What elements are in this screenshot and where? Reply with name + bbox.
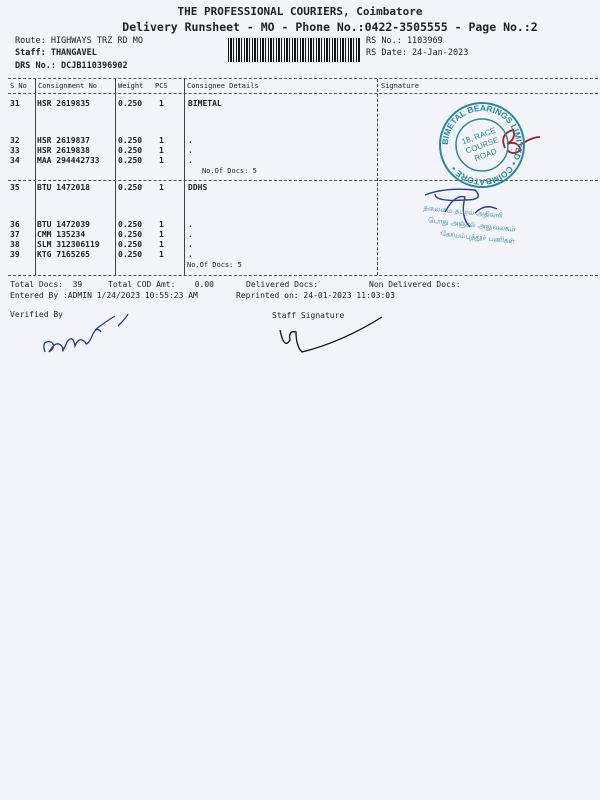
- cell-cn: HSR 2619837: [37, 136, 90, 145]
- divider: [8, 93, 598, 94]
- col-line: [115, 79, 116, 275]
- cell-weight: 0.250: [118, 250, 143, 259]
- cell-sno: 39: [10, 250, 20, 259]
- cell-sno: 31: [10, 99, 20, 108]
- cell-pcs: 1: [159, 220, 164, 229]
- cell-detail: .: [188, 136, 193, 145]
- cell-weight: 0.250: [118, 230, 143, 239]
- post-office-stamp: தலைமை தபால் அதிகாரிபொது அஞ்சல் அலுவலகம்க…: [423, 204, 516, 246]
- table-row: 36 BTU 1472039 0.250 1.: [0, 220, 600, 230]
- docs-count: No.Of Docs: 5: [187, 261, 242, 269]
- staff: Staff: THANGAVEL: [15, 48, 97, 58]
- col-consignee: Consignee Details: [187, 82, 259, 90]
- cell-pcs: 1: [159, 183, 164, 192]
- col-weight: Weight: [118, 82, 144, 90]
- cell-pcs: 1: [159, 250, 164, 259]
- col-signature: Signature: [381, 82, 419, 90]
- cell-sno: 37: [10, 230, 20, 239]
- group-divider: [8, 275, 598, 276]
- cell-cn: BTU 1472018: [37, 183, 90, 192]
- cell-pcs: 1: [159, 156, 164, 165]
- table-row: 31 HSR 2619835 0.250 1 BIMETAL: [0, 99, 600, 109]
- cell-detail: .: [188, 250, 193, 259]
- cell-weight: 0.250: [118, 183, 143, 192]
- cell-weight: 0.250: [118, 156, 143, 165]
- table-row: 33 HSR 2619838 0.250 1.: [0, 146, 600, 156]
- cell-weight: 0.250: [118, 220, 143, 229]
- cell-weight: 0.250: [118, 240, 143, 249]
- cell-sno: 32: [10, 136, 20, 145]
- cell-cn: BTU 1472039: [37, 220, 90, 229]
- cell-pcs: 1: [159, 230, 164, 239]
- cell-detail: .: [188, 146, 193, 155]
- cell-pcs: 1: [159, 146, 164, 155]
- group-divider: [8, 180, 598, 181]
- col-sno: S No: [10, 82, 27, 90]
- drs-number: DRS No.: DCJB110396902: [15, 61, 128, 71]
- table-row: 39 KTG 7165265 0.250 1.: [0, 250, 600, 260]
- col-consignment: Consignment No: [38, 82, 98, 90]
- table-row: 35 BTU 1472018 0.250 1 DDHS: [0, 183, 600, 193]
- verified-by-label: Verified By: [10, 310, 63, 319]
- cell-cn: HSR 2619835: [37, 99, 90, 108]
- non-delivered-docs: Non Delivered Docs:: [369, 280, 461, 289]
- rs-number: RS No.: 1103969: [366, 36, 443, 46]
- cell-weight: 0.250: [118, 146, 143, 155]
- cell-sno: 34: [10, 156, 20, 165]
- cell-detail: .: [188, 240, 193, 249]
- col-line: [184, 79, 185, 275]
- cell-cn: MAA 294442733: [37, 156, 100, 165]
- table-row: 37 CMM 135234 0.250 1.: [0, 230, 600, 240]
- cell-detail: .: [188, 220, 193, 229]
- docs-count: No.Of Docs: 5: [202, 167, 257, 175]
- cell-weight: 0.250: [118, 99, 143, 108]
- consignee-name: DDHS: [188, 183, 208, 192]
- reprinted-on: Reprinted on: 24-01-2023 11:03:03: [236, 291, 395, 300]
- cell-sno: 35: [10, 183, 20, 192]
- cell-cn: SLM 312306119: [37, 240, 100, 249]
- cell-pcs: 1: [159, 240, 164, 249]
- company-title: THE PROFESSIONAL COURIERS, Coimbatore: [177, 5, 423, 18]
- table-row: 34 MAA 294442733 0.250 1.: [0, 156, 600, 166]
- table-row: 32 HSR 2619837 0.250 1.: [0, 136, 600, 146]
- delivered-docs: Delivered Docs:: [246, 280, 319, 289]
- table-row: 38 SLM 312306119 0.250 1.: [0, 240, 600, 250]
- route: Route: HIGHWAYS TRZ RD MO: [15, 36, 143, 46]
- cell-weight: 0.250: [118, 136, 143, 145]
- cell-sno: 33: [10, 146, 20, 155]
- col-line: [35, 79, 36, 275]
- total-cod: Total COD Amt: 0.00: [108, 280, 214, 289]
- cell-pcs: 1: [159, 99, 164, 108]
- consignee-name: BIMETAL: [188, 99, 222, 108]
- divider: [8, 78, 598, 79]
- staff-signature-label: Staff Signature: [272, 311, 345, 320]
- cell-pcs: 1: [159, 136, 164, 145]
- cell-cn: CMM 135234: [37, 230, 86, 239]
- cell-detail: .: [188, 230, 193, 239]
- cell-sno: 36: [10, 220, 20, 229]
- cell-sno: 38: [10, 240, 20, 249]
- bimetal-company-stamp: BIMETAL BEARINGS LIMITED • COIMBATORE • …: [439, 102, 525, 188]
- cell-detail: .: [188, 156, 193, 165]
- entered-by: Entered By :ADMIN 1/24/2023 10:55:23 AM: [10, 291, 198, 300]
- col-line: [377, 79, 378, 275]
- total-docs: Total Docs: 39: [10, 280, 83, 289]
- runsheet-subtitle: Delivery Runsheet - MO - Phone No.:0422-…: [122, 20, 538, 34]
- barcode: [228, 38, 360, 62]
- col-pcs: PCS: [155, 82, 168, 90]
- cell-cn: KTG 7165265: [37, 250, 90, 259]
- rs-date: RS Date: 24-Jan-2023: [366, 48, 469, 58]
- cell-cn: HSR 2619838: [37, 146, 90, 155]
